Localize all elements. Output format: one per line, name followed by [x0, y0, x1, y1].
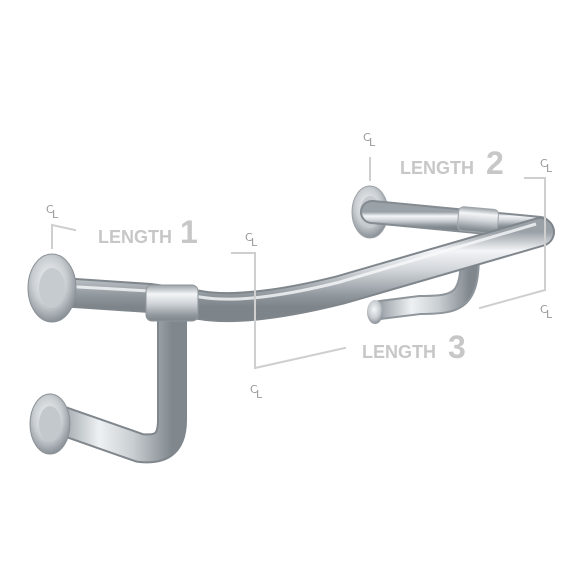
svg-text:C: C: [540, 303, 548, 316]
dim-length3-line: [253, 346, 347, 370]
label-length1: LENGTH 1: [98, 214, 198, 250]
svg-text:C: C: [46, 203, 54, 216]
dim-length1-left-tick: [51, 223, 77, 249]
length3-word: LENGTH: [362, 342, 436, 362]
upper-left-flange: [27, 253, 77, 323]
centerline-icon: C L: [540, 303, 553, 321]
length2-word: LENGTH: [400, 158, 474, 178]
svg-text:L: L: [256, 388, 263, 401]
svg-text:L: L: [546, 308, 553, 321]
length1-number: 1: [180, 214, 198, 250]
svg-text:C: C: [245, 231, 253, 244]
centerline-icon: C L: [363, 131, 376, 149]
svg-text:L: L: [369, 136, 376, 149]
svg-text:C: C: [363, 131, 371, 144]
centerline-icon: C L: [250, 383, 263, 401]
svg-text:L: L: [546, 162, 553, 175]
label-length2: LENGTH 2: [400, 145, 504, 181]
centerline-symbols: C L C L C L C L C L C L: [46, 131, 553, 401]
dimension-lines: [51, 157, 547, 370]
main-rail: [45, 217, 555, 323]
dim-length3-right: [478, 288, 547, 310]
dim-length1-right-tick: [231, 252, 256, 369]
label-length3: LENGTH 3: [362, 329, 466, 365]
svg-text:C: C: [250, 383, 258, 396]
dim-length2-right-tick: [524, 177, 546, 291]
length2-number: 2: [486, 145, 504, 181]
back-lower-flange: [367, 300, 383, 324]
centerline-icon: C L: [46, 203, 59, 221]
length1-word: LENGTH: [98, 227, 172, 247]
left-sleeve: [145, 284, 199, 322]
svg-text:L: L: [251, 236, 258, 249]
svg-text:L: L: [52, 208, 59, 221]
left-lower-rail: [29, 295, 187, 464]
length3-number: 3: [448, 329, 466, 365]
centerline-icon: C L: [540, 157, 553, 175]
svg-text:C: C: [540, 157, 548, 170]
centerline-icon: C L: [245, 231, 258, 249]
right-sleeve: [456, 206, 500, 234]
